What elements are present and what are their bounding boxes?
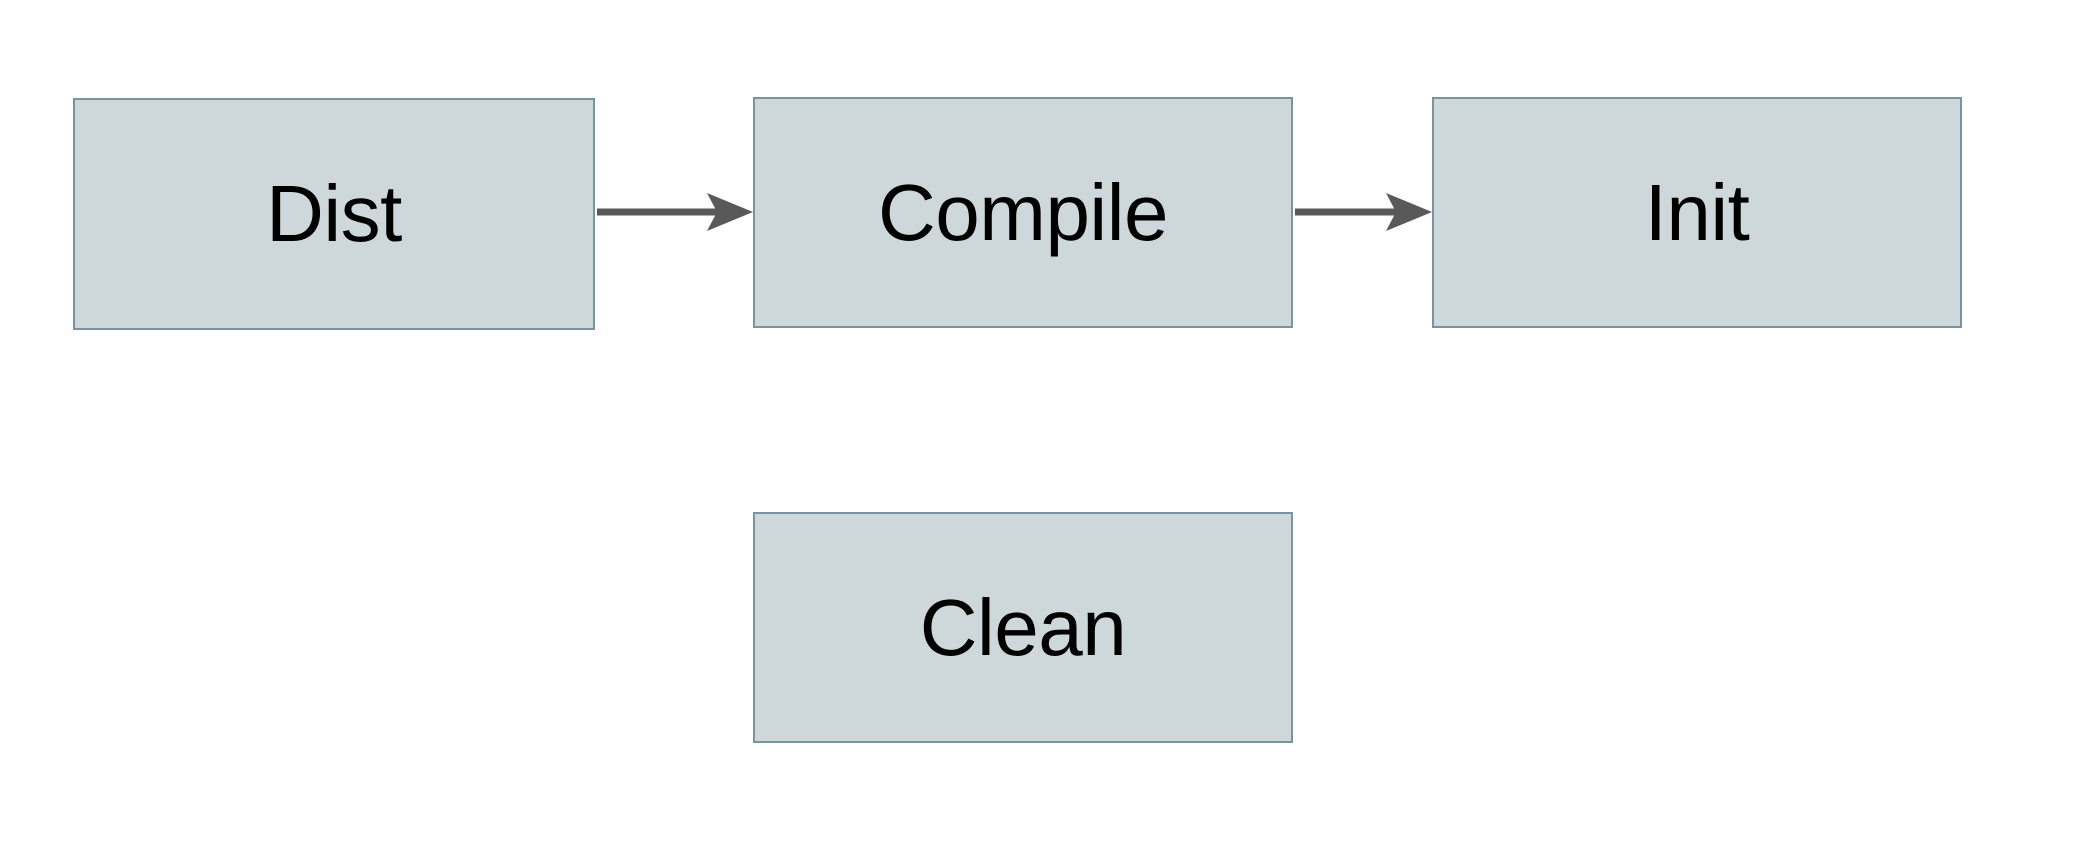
edge-compile-to-init-arrowhead <box>1386 193 1432 231</box>
node-dist-label: Dist <box>266 169 402 258</box>
node-compile[interactable]: Compile <box>753 97 1293 328</box>
node-init[interactable]: Init <box>1432 97 1962 328</box>
node-init-label: Init <box>1644 167 1750 257</box>
node-dist[interactable]: Dist <box>73 98 595 330</box>
node-compile-label: Compile <box>878 167 1168 257</box>
node-clean[interactable]: Clean <box>753 512 1293 743</box>
edge-dist-to-compile-arrowhead <box>707 193 753 231</box>
node-clean-label: Clean <box>919 582 1127 672</box>
edge-dist-to-compile <box>597 193 753 231</box>
edge-compile-to-init <box>1295 193 1432 231</box>
